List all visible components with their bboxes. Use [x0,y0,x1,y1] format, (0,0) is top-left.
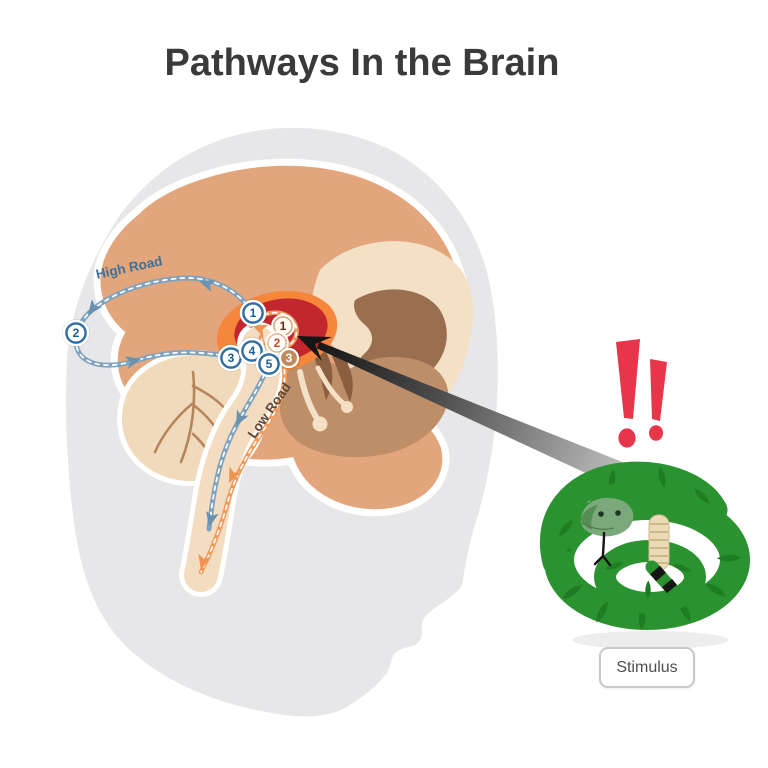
marker-high-1: 1 [239,299,267,327]
high-road-arrowhead [124,356,141,369]
stimulus-label: Stimulus [616,658,678,676]
svg-text:4: 4 [249,344,256,358]
snake-eye [598,511,604,517]
snake-shadow [572,631,728,649]
snake-tongue [593,531,612,567]
marker-low-3: 3 [277,346,301,370]
snake-head [580,497,634,567]
high-road-arrowhead [206,510,219,527]
high-road-arrowhead [199,279,216,293]
low-road-arrowhead [198,553,211,570]
marker-high-4: 4 [238,337,266,365]
high-road-markers: 1 2 3 4 [62,299,283,378]
svg-text:2: 2 [274,336,281,350]
midbrain-horn [332,352,353,402]
svg-text:1: 1 [280,319,287,333]
svg-text:5: 5 [266,357,273,371]
high-road-arrowhead [236,409,249,426]
snake-eye [615,510,621,516]
attention-arrow-shaft [316,341,666,505]
marker-low-2: 2 [265,331,289,355]
low-road-markers: 1 2 3 [265,314,301,370]
attention-arrowhead [297,336,332,361]
stimulus-chip: Stimulus [599,647,695,688]
hippocampus-detail [297,365,353,432]
svg-text:3: 3 [286,351,293,365]
svg-text:1: 1 [250,306,257,320]
svg-text:3: 3 [228,351,235,365]
marker-high-2: 2 [62,319,90,347]
low-road-arrowhead [252,324,269,337]
low-road-arrowhead [229,466,242,483]
snake-icon [539,461,750,649]
page-title: Pathways In the Brain [164,42,560,84]
snake-rattle [645,514,686,604]
svg-text:2: 2 [73,326,80,340]
high-road-arrowhead [88,299,103,315]
marker-high-3: 3 [217,344,245,372]
attention-arrow [297,336,666,505]
alert-exclamation-icon [616,339,667,448]
